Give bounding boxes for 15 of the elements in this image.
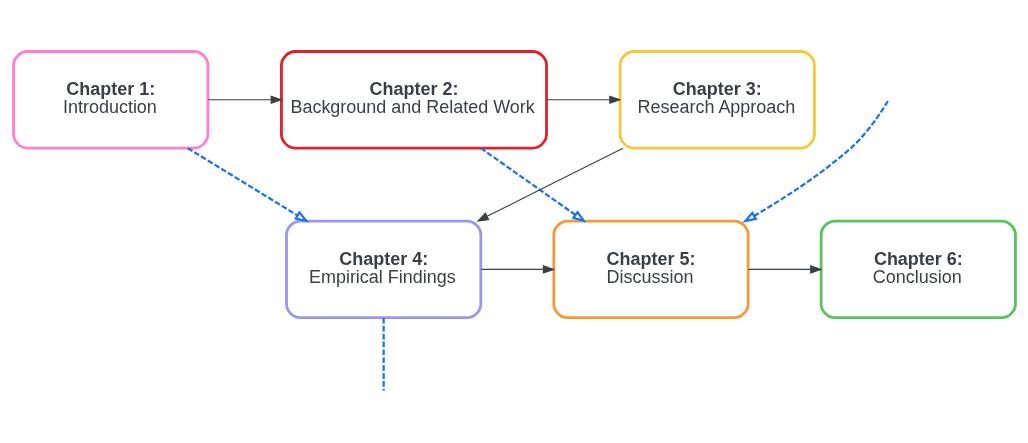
arrow (186, 147, 309, 223)
arrow (207, 95, 283, 105)
arrow (479, 147, 587, 223)
node-box: Chapter 4: Empirical Findings (284, 219, 482, 320)
arrow (480, 265, 555, 274)
node-box: Chapter 5: Discussion (551, 219, 750, 320)
arrow (545, 95, 622, 105)
node-box: Chapter 3: Research Approach (618, 50, 816, 150)
arrow (475, 147, 624, 222)
node-box: Chapter 2: Background and Related Work (279, 50, 548, 150)
node-box: Chapter 6: Conclusion (819, 219, 1017, 320)
arrow (747, 265, 823, 274)
arrow (741, 100, 889, 223)
node-box: Chapter 1: Introduction (11, 50, 209, 150)
connector (382, 318, 385, 391)
